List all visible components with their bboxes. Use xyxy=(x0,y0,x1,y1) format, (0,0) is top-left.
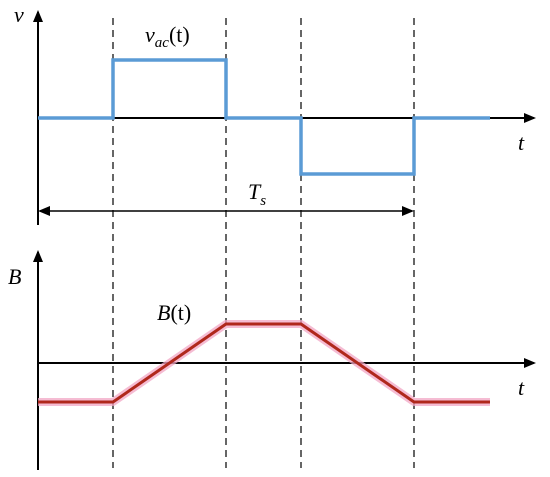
vac-label-sub: ac xyxy=(155,35,170,51)
period-label: Ts xyxy=(248,179,266,209)
vac-label: vac(t) xyxy=(145,22,190,51)
bottom-y-axis-label: B xyxy=(8,264,21,289)
flux-waveform xyxy=(38,322,490,404)
flux-label: B(t) xyxy=(157,300,191,325)
vac-waveform xyxy=(38,58,490,176)
period-label-sub: s xyxy=(260,193,266,209)
top-y-axis-label: v xyxy=(14,2,24,27)
vac-label-main: v xyxy=(145,22,155,47)
bottom-axes xyxy=(33,250,536,470)
top-x-axis-label: t xyxy=(518,130,525,155)
vac-label-arg: (t) xyxy=(169,22,190,47)
period-label-main: T xyxy=(248,179,262,204)
bottom-x-axis-label: t xyxy=(518,375,525,400)
time-guides xyxy=(112,18,415,468)
